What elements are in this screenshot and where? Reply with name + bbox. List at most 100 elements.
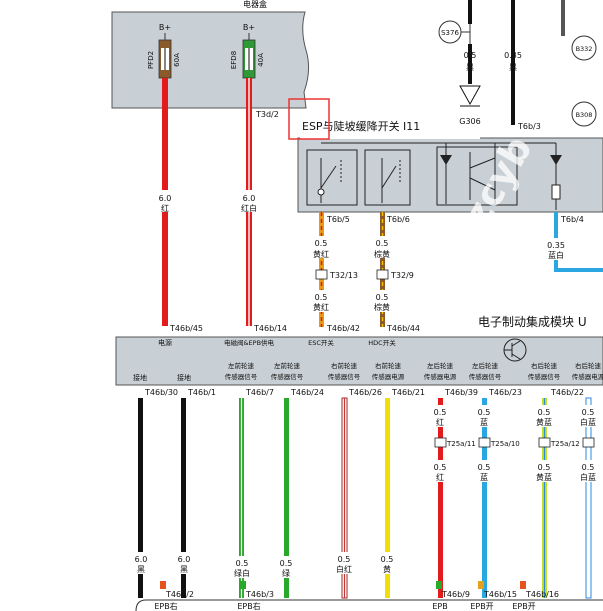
- w3-gauge: 0.5: [236, 559, 249, 568]
- w9-color-b: 黄蓝: [536, 472, 552, 482]
- fuse-2-code: EFD8: [230, 51, 238, 69]
- w2-color: 黑: [180, 565, 188, 574]
- esc-switch-symbol: [306, 149, 358, 206]
- led-circuit: [436, 146, 518, 206]
- upper-label-3: ESC开关: [308, 338, 334, 347]
- w9-gauge-b: 0.5: [538, 463, 551, 472]
- sw2-color-a: 棕黄: [374, 249, 390, 259]
- w10-color-a: 白蓝: [580, 417, 596, 427]
- bottom-label-3: EPB: [432, 602, 447, 611]
- lower-label-7: 左后轮速: [427, 361, 454, 370]
- lower-pin-1: T46b/30: [144, 388, 178, 397]
- w6-gauge: 0.5: [381, 555, 394, 564]
- bottom-pin-2: T46b/3: [245, 590, 274, 599]
- w7-gauge-a: 0.5: [434, 408, 447, 417]
- upper-pin-3: T46b/42: [326, 324, 360, 333]
- lower-label-3: 左前轮速: [228, 361, 255, 370]
- sw3-color: 蓝白: [548, 250, 564, 260]
- bottom-label-5: EPB开: [512, 602, 535, 611]
- ground-symbol-g306: [459, 85, 481, 106]
- w8-gauge-a: 0.5: [478, 408, 491, 417]
- w1-color: 黑: [137, 565, 145, 574]
- lower-pin-8: T46b/23: [488, 388, 522, 397]
- w5-color: 白红: [336, 564, 352, 574]
- w7-color-b: 红: [436, 472, 444, 482]
- w9-color-a: 黄蓝: [536, 417, 552, 427]
- sw1-color-a: 黄红: [313, 249, 329, 259]
- w7-conn: T25a/11: [446, 440, 476, 448]
- wire-black2-label: 黑: [509, 63, 517, 72]
- pin-t6b6: T6b/6: [386, 215, 410, 224]
- main-power-wires: 6.0 红 6.0 红白: [157, 78, 257, 326]
- lower-label2-6: 传感器信号: [469, 372, 502, 381]
- w10-color-b: 白蓝: [580, 472, 596, 482]
- w7-color-a: 红: [436, 417, 444, 427]
- sw3-gauge: 0.35: [547, 241, 565, 250]
- w10-gauge-a: 0.5: [582, 408, 595, 417]
- w9-gauge-a: 0.5: [538, 408, 551, 417]
- wire-black-label: 黑: [466, 63, 474, 72]
- upper-pin-1: T46b/45: [169, 324, 203, 333]
- lower-label-2: 接地: [177, 373, 191, 382]
- w7-gauge-b: 0.5: [434, 463, 447, 472]
- lower-label2-7: 传感器信号: [528, 372, 561, 381]
- sw2-conn: T32/9: [390, 271, 414, 280]
- lower-label2-1: 传感器信号: [225, 372, 258, 381]
- highlight-box: [288, 98, 330, 140]
- lower-pin-4: T46b/24: [290, 388, 324, 397]
- sw1-conn: T32/13: [329, 271, 358, 280]
- lower-label-4: 左前轮速: [274, 361, 301, 370]
- sw2-gauge-a: 0.5: [376, 239, 389, 248]
- hdc-switch-symbol: [364, 149, 411, 206]
- lower-label-10: 右后轮速: [575, 361, 602, 370]
- lower-label2-2: 传感器信号: [271, 372, 304, 381]
- lower-label-1: 接地: [133, 373, 147, 382]
- fuse-box-title: 电器盒: [243, 0, 267, 9]
- left-wire-color: 红: [161, 203, 169, 213]
- switch-wires: 0.5 黄红 0.5 棕黄 T32/13 T32/9 0.5 黄红 0.5 棕黄…: [313, 212, 603, 327]
- sw1-color-b: 黄红: [313, 302, 329, 312]
- upper-pin-2: T46b/14: [253, 324, 287, 333]
- w4-color: 绿: [282, 569, 290, 578]
- upper-label-4: HDC开关: [368, 338, 396, 347]
- b332-label: B332: [576, 45, 593, 53]
- w8-color-a: 蓝: [480, 417, 488, 427]
- bottom-label-2: EPB右: [237, 601, 260, 611]
- bottom-pin-3: T46b/9: [441, 590, 470, 599]
- t6b3-label: T6b/3: [517, 122, 541, 131]
- module-title: 电子制动集成模块 U: [478, 314, 587, 329]
- conn-t3d2: T3d/2: [255, 110, 279, 119]
- lower-label2-5: 传感器电源: [424, 372, 457, 381]
- w2-gauge: 6.0: [178, 555, 191, 564]
- lower-pin-3: T46b/7: [245, 388, 274, 397]
- pin-t6b4: T6b/4: [560, 215, 584, 224]
- fuse-box: 电器盒 B+ PFD2 60A B+ EFD8 40A T3d/2: [111, 0, 310, 119]
- lower-label-5: 右前轮速: [331, 361, 358, 370]
- w3-color: 绿白: [234, 568, 250, 578]
- g306-label: G306: [459, 117, 480, 126]
- upper-pin-4: T46b/44: [386, 324, 420, 333]
- lower-label-6: 右前轮速: [375, 361, 402, 370]
- wire-05-label: 0.5: [464, 51, 477, 60]
- splice-b332: [571, 35, 597, 61]
- s376-label: S376: [441, 29, 459, 37]
- upper-label-2: 电磁阀&EPB供电: [224, 338, 275, 347]
- left-wire-gauge: 6.0: [159, 194, 172, 203]
- bottom-connectors: T46b/2 T46b/3 T46b/9 T46b/15 T46b/16 EPB…: [135, 581, 603, 611]
- lower-label2-3: 传感器信号: [328, 372, 361, 381]
- w8-gauge-b: 0.5: [478, 463, 491, 472]
- lower-label2-8: 传感器电源: [572, 372, 603, 381]
- upper-label-1: 电源: [158, 338, 172, 347]
- sw2-gauge-b: 0.5: [376, 293, 389, 302]
- splice-b308: [571, 101, 597, 127]
- fuse-1-rating: 60A: [173, 53, 181, 67]
- pin-t6b5: T6b/5: [326, 215, 350, 224]
- lower-wires: 0.5 红 0.5 蓝 0.5 黄蓝 0.5 白蓝 T25a/11 T25a/1…: [132, 397, 598, 599]
- sw2-color-b: 棕黄: [374, 302, 390, 312]
- lower-pin-9: T46b/22: [550, 388, 584, 397]
- lower-label-8: 左后轮速: [472, 361, 499, 370]
- lower-pin-7: T46b/39: [444, 388, 478, 397]
- sw1-gauge-b: 0.5: [315, 293, 328, 302]
- switch-title: ESP与陡坡缓降开关 I11: [302, 119, 420, 133]
